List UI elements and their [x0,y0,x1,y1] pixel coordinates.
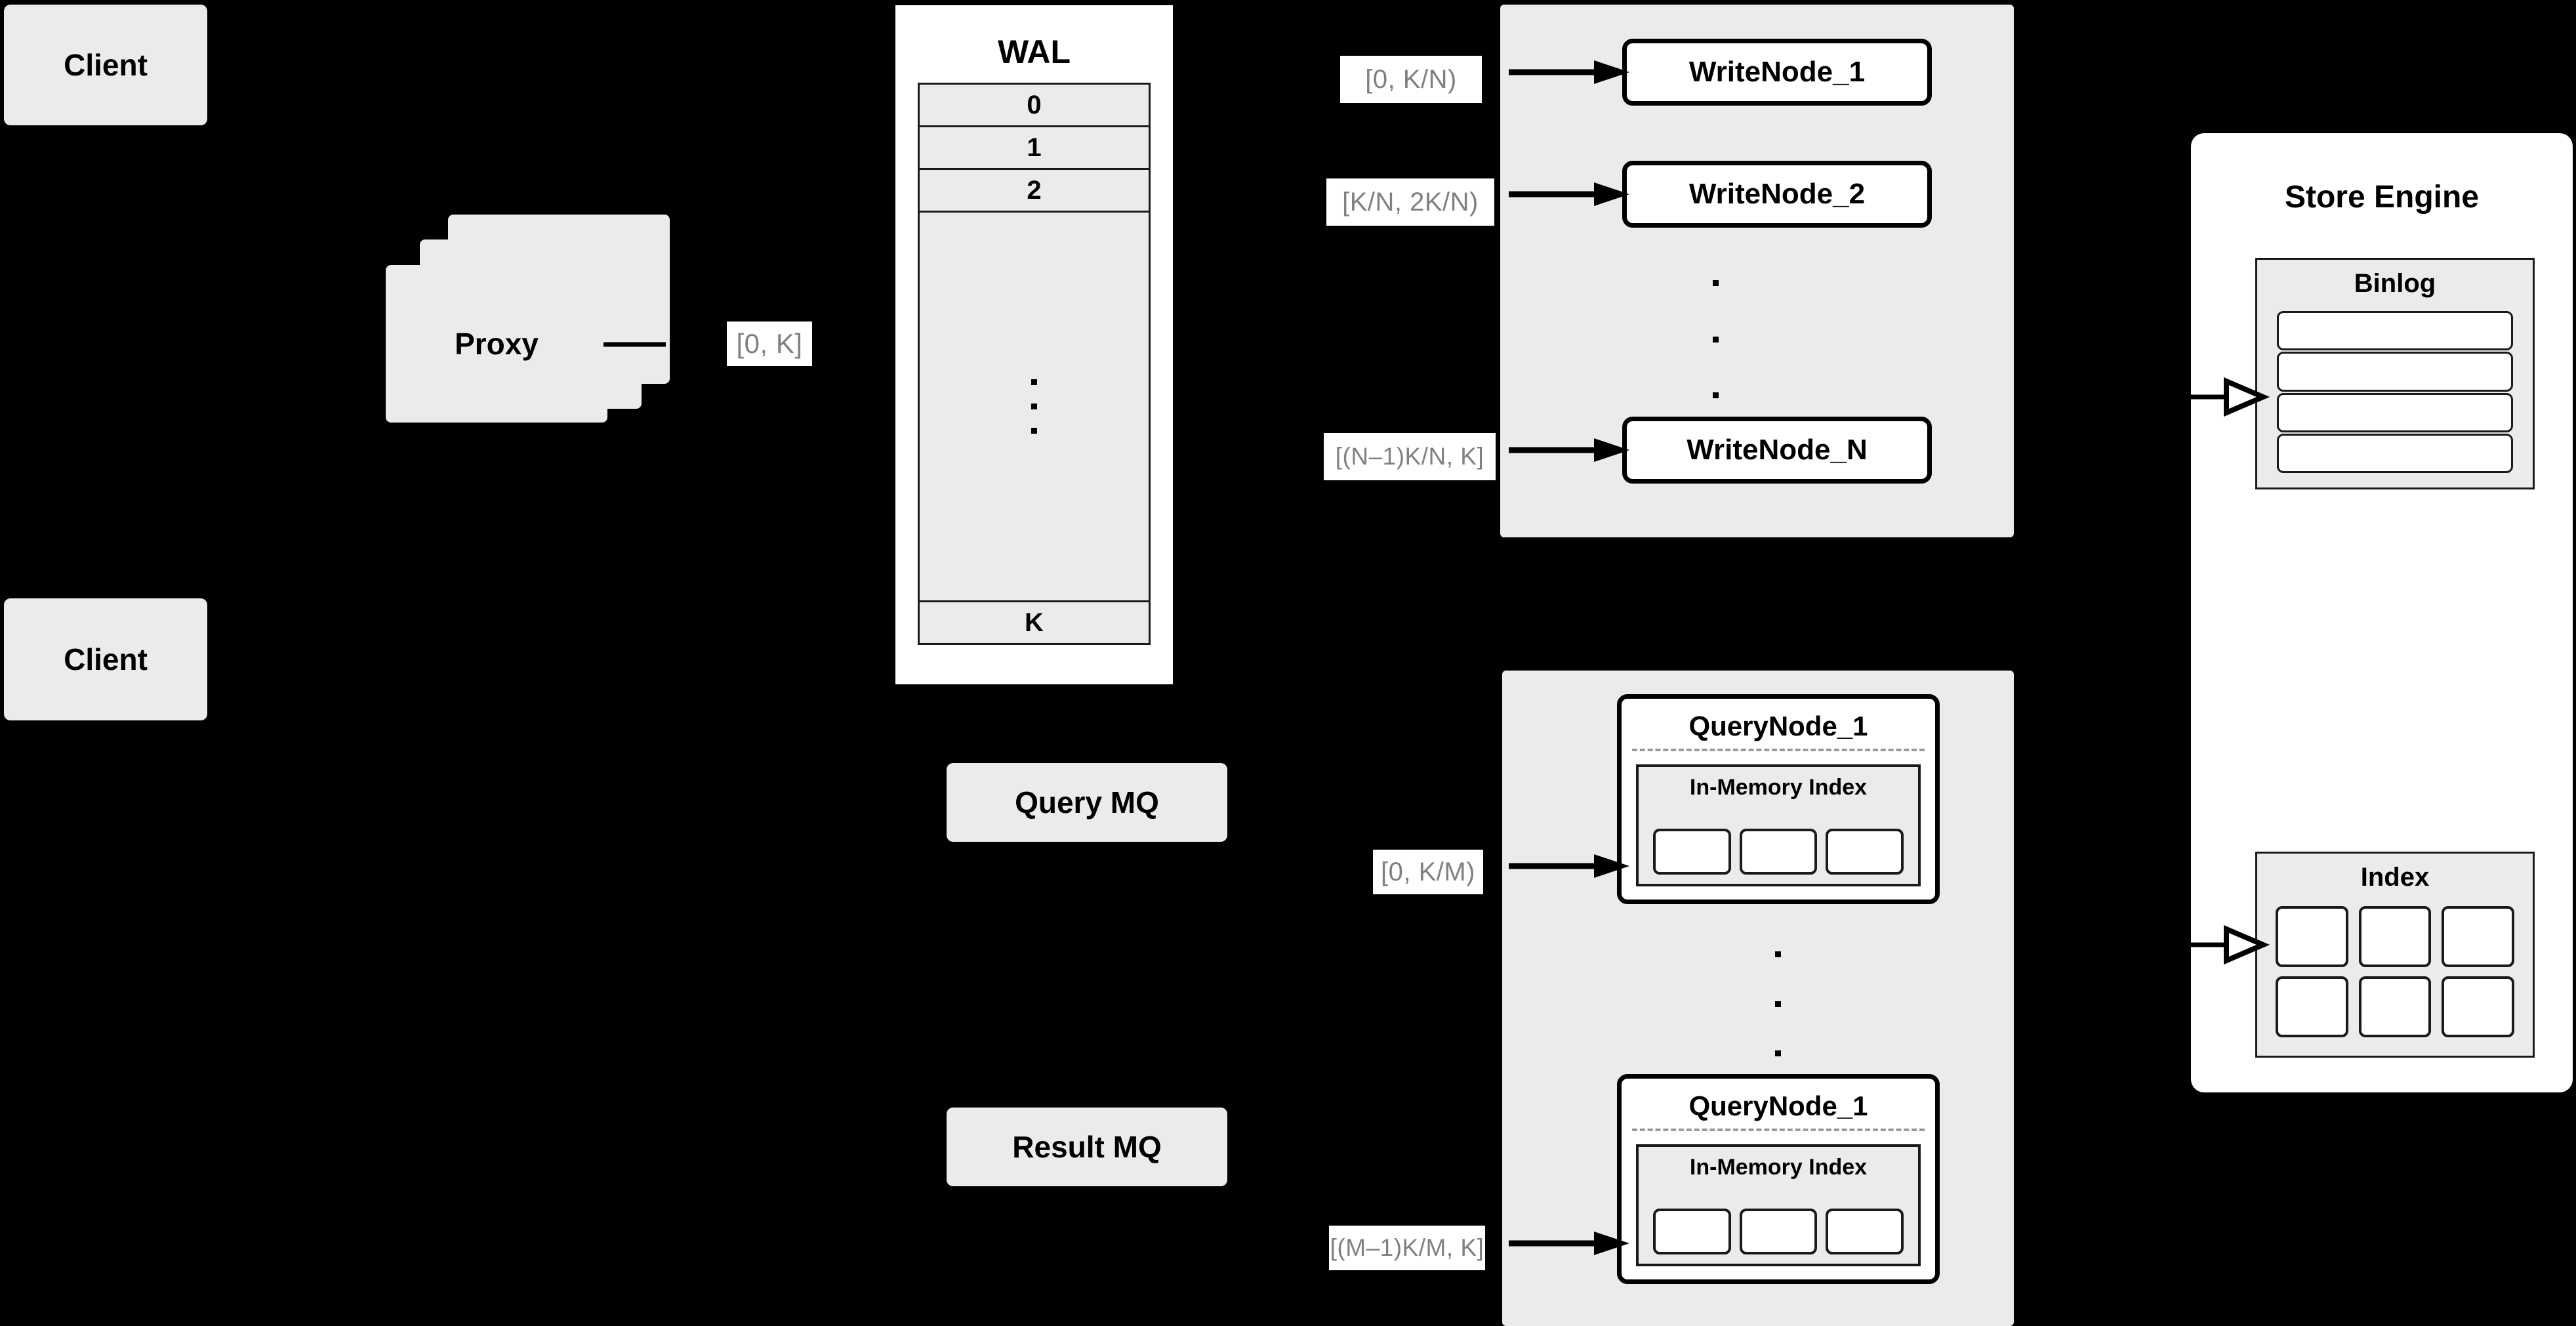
binlog-row[interactable] [2277,433,2513,473]
query-node-1-title: QueryNode_1 [1688,711,1868,741]
wal-panel: WAL 0 1 2 K [892,2,1176,688]
client-label-2: Client [64,642,148,676]
client-label-1: Client [64,48,148,82]
write-node-1-label: WriteNode_1 [1688,56,1866,88]
binlog-row[interactable] [2277,352,2513,392]
range-label-write-2: [K/N, 2K/N) [1326,178,1494,226]
query-node-1-divider [1632,749,1925,751]
proxy-to-wal-connector [603,342,666,347]
query-node-cluster: QueryNode_1 In-Memory Index QueryNode_1 [1502,671,2014,1326]
index-panel: Index [2255,852,2535,1058]
query-mq-label: Query MQ [1015,785,1159,819]
write-node-1[interactable]: WriteNode_1 [1622,39,1932,106]
store-engine-panel: Store Engine Binlog Index [2191,133,2573,1092]
ellipsis-dot [1031,404,1037,409]
index-cell[interactable] [1653,1209,1731,1254]
ellipsis-dot [1774,1050,1781,1056]
arrow-to-query-node-1 [1509,854,1629,878]
in-memory-index-label-2: In-Memory Index [1689,1155,1868,1180]
range-label-write-n: [(N–1)K/N, K] [1324,433,1496,480]
ellipsis-dot [1774,1001,1781,1007]
wal-row[interactable]: 2 [920,170,1149,213]
query-node-m-title: QueryNode_1 [1688,1090,1868,1121]
wal-entry-list: 0 1 2 K [918,83,1151,645]
ellipsis-dot [1031,428,1037,434]
arrow-to-write-node-n [1509,438,1629,462]
binlog-panel: Binlog [2255,258,2535,489]
ellipsis-dot [1712,336,1719,342]
client-box-1[interactable]: Client [4,5,207,125]
write-node-cluster: WriteNode_1 WriteNode_2 WriteNode_N [1500,5,2014,537]
in-memory-index-cells-2 [1653,1209,1904,1254]
proxy-label: Proxy [455,327,539,361]
query-node-m-divider [1632,1129,1925,1131]
query-node-ellipsis [1771,951,1784,1056]
binlog-row[interactable] [2277,311,2513,351]
range-label-write-1: [0, K/N) [1340,56,1482,103]
result-mq-label: Result MQ [1012,1130,1162,1164]
write-node-ellipsis [1709,280,1722,398]
binlog-row-list [2277,311,2513,473]
ellipsis-dot [1712,280,1719,286]
arrow-to-query-node-m [1509,1232,1629,1255]
index-cell[interactable] [2276,976,2348,1037]
index-cell[interactable] [2442,976,2514,1037]
index-title: Index [2360,863,2430,892]
range-label-proxy-out: [0, K] [727,321,812,366]
ellipsis-dot [1031,379,1037,385]
in-memory-index-panel-1: In-Memory Index [1636,764,1921,886]
write-node-2-label: WriteNode_2 [1688,178,1866,210]
query-node-1[interactable]: QueryNode_1 In-Memory Index [1617,694,1940,904]
index-cell[interactable] [2358,906,2432,967]
binlog-row[interactable] [2277,392,2513,432]
range-label-query-1: [0, K/M) [1373,850,1483,894]
arrow-to-write-node-1 [1509,60,1629,84]
index-cell[interactable] [1739,829,1818,875]
wal-ellipsis-row [920,213,1149,602]
arrow-to-index [2177,924,2270,965]
in-memory-index-label-1: In-Memory Index [1689,775,1868,800]
wal-row[interactable]: 0 [920,85,1149,127]
query-mq-box[interactable]: Query MQ [947,763,1227,842]
arrow-to-write-node-2 [1509,182,1629,206]
arrow-to-binlog [2177,377,2270,417]
range-label-query-m: [(M–1)K/M, K] [1329,1226,1485,1270]
index-cell[interactable] [2442,906,2514,967]
index-cell[interactable] [1653,829,1731,875]
index-cell-grid [2276,906,2514,1037]
ellipsis-dot [1712,392,1719,398]
index-cell[interactable] [1826,829,1904,875]
query-node-m[interactable]: QueryNode_1 In-Memory Index [1617,1074,1940,1284]
write-node-2[interactable]: WriteNode_2 [1622,161,1932,228]
proxy-box[interactable]: Proxy [386,265,607,423]
wal-row[interactable]: K [920,602,1149,643]
binlog-title: Binlog [2354,269,2436,298]
wal-row[interactable]: 1 [920,127,1149,170]
index-cell[interactable] [2358,976,2432,1037]
result-mq-box[interactable]: Result MQ [947,1108,1227,1186]
index-cell[interactable] [1739,1209,1818,1254]
ellipsis-dot [1774,951,1781,957]
store-engine-title: Store Engine [2284,180,2480,215]
index-cell[interactable] [2276,906,2348,967]
write-node-n[interactable]: WriteNode_N [1622,417,1932,484]
in-memory-index-cells-1 [1653,829,1904,875]
index-cell[interactable] [1826,1209,1904,1254]
wal-title: WAL [997,33,1071,70]
client-box-2[interactable]: Client [4,598,207,720]
in-memory-index-panel-2: In-Memory Index [1636,1144,1921,1266]
write-node-n-label: WriteNode_N [1687,434,1868,466]
